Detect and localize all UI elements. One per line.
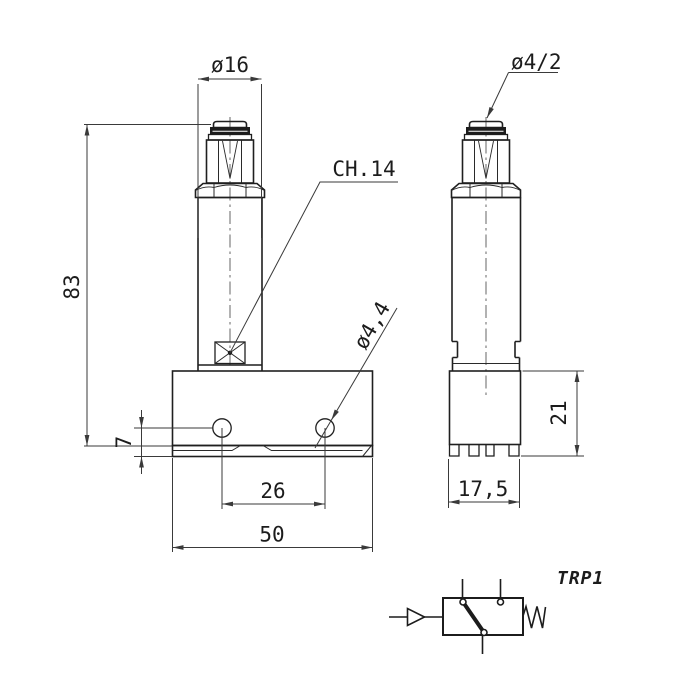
leader-tube-size-label: ø4/2 xyxy=(511,50,562,74)
side-base-serrations xyxy=(448,444,520,457)
front-fitting-cap xyxy=(205,120,255,184)
leader-hole-diameter-label: ø4,4 xyxy=(349,298,395,354)
dim-fitting-diameter: ø16 xyxy=(197,53,262,238)
side-view xyxy=(448,117,522,457)
dimensions: ø16 83 7 26 50 xyxy=(60,50,584,552)
dim-base-height: 21 xyxy=(521,370,584,457)
dim-hole-offset: 7 xyxy=(112,410,213,474)
valve-seat-bottom xyxy=(480,628,488,637)
dim-overall-height-label: 83 xyxy=(60,274,84,299)
valve-flow-path xyxy=(461,600,486,635)
leader-hole-diameter: ø4,4 xyxy=(314,298,398,449)
pilot-triangle-icon xyxy=(406,607,427,627)
dim-base-height-label: 21 xyxy=(547,400,571,425)
front-port-square xyxy=(214,341,246,365)
valve-seat-closed xyxy=(496,598,505,606)
dim-overall-height: 83 xyxy=(60,124,211,447)
dim-hole-spacing-label: 26 xyxy=(260,479,285,503)
front-base-block xyxy=(171,370,374,458)
front-hex-nut xyxy=(194,182,266,199)
leader-wrench-size: CH.14 xyxy=(229,157,398,354)
dim-base-width-label: 50 xyxy=(259,523,284,547)
side-base-block xyxy=(448,370,522,457)
dim-base-depth-label: 17,5 xyxy=(458,477,509,501)
dim-fitting-diameter-label: ø16 xyxy=(211,53,249,77)
spring-icon xyxy=(522,603,547,629)
front-view xyxy=(171,117,374,458)
symbol-label: TRP1 xyxy=(557,568,604,589)
port-lines xyxy=(461,579,502,654)
dim-base-depth: 17,5 xyxy=(448,459,520,508)
dim-hole-spacing: 26 xyxy=(221,428,326,509)
dim-base-width: 50 xyxy=(172,458,373,552)
valve-seat-top xyxy=(459,598,467,606)
leader-tube-size: ø4/2 xyxy=(484,50,562,120)
side-stem-body xyxy=(451,196,522,371)
dim-hole-offset-label: 7 xyxy=(112,436,136,449)
pneumatic-symbol: TRP1 xyxy=(389,568,604,654)
leader-wrench-size-label: CH.14 xyxy=(332,157,395,181)
